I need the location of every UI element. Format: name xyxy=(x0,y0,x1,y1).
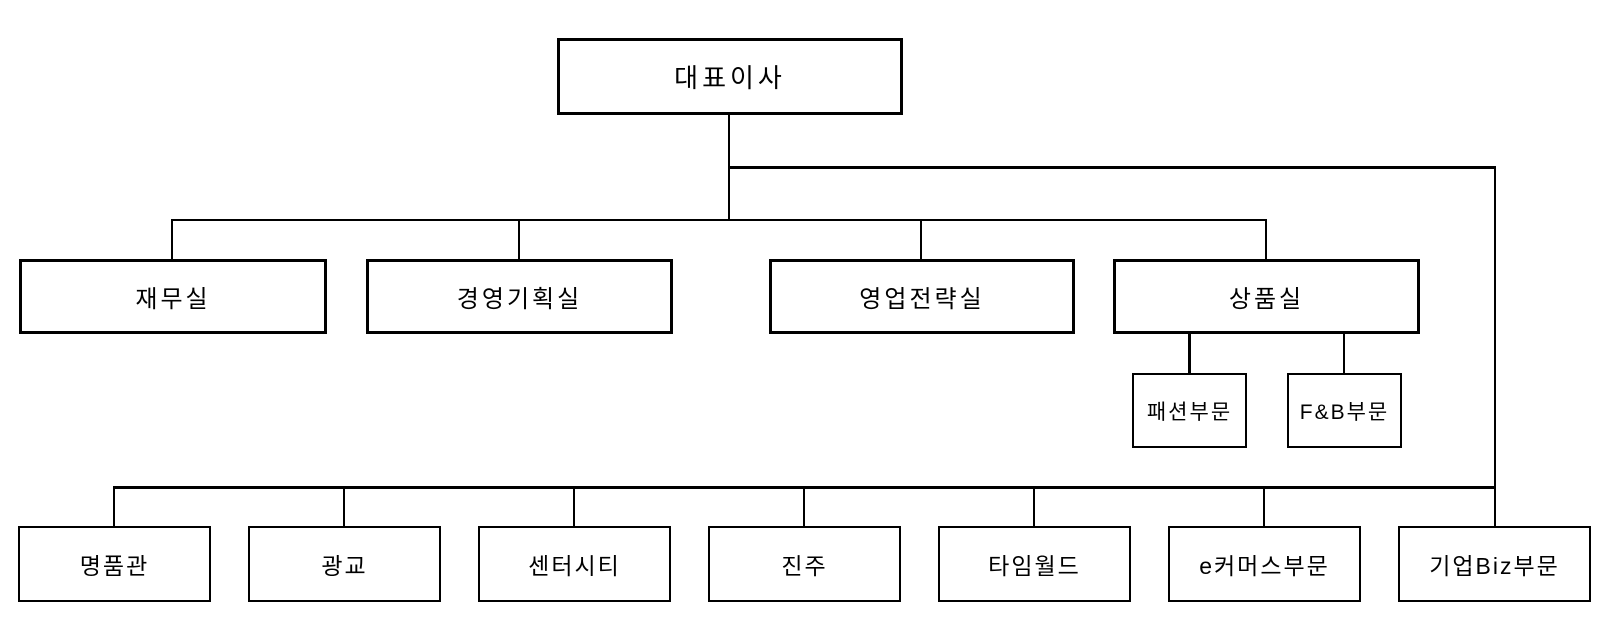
connector-drop-store-3 xyxy=(573,488,575,526)
org-node-corporate-biz-division-label: 기업Biz부문 xyxy=(1429,553,1560,579)
org-node-sales-strategy-office: 영업전략실 xyxy=(769,259,1075,334)
connector-drop-store-5 xyxy=(1033,488,1035,526)
org-node-ecommerce-division-label: e커머스부문 xyxy=(1199,553,1330,579)
org-node-product-office: 상품실 xyxy=(1113,259,1420,334)
org-node-gwanggyo: 광교 xyxy=(248,526,441,602)
org-node-ceo: 대표이사 xyxy=(557,38,903,115)
connector-branch-vertical xyxy=(1494,166,1496,526)
org-node-luxury-hall-label: 명품관 xyxy=(79,553,150,579)
org-node-centercity-label: 센터시티 xyxy=(528,553,621,579)
connector-stores-horizontal xyxy=(113,486,1496,489)
org-node-timeworld: 타임월드 xyxy=(938,526,1131,602)
connector-drop-product xyxy=(1265,219,1267,259)
org-node-fnb-division-label: F&B부문 xyxy=(1299,400,1390,424)
org-node-jinju-label: 진주 xyxy=(781,553,828,579)
org-node-sales-strategy-office-label: 영업전략실 xyxy=(859,286,985,313)
connector-drop-store-1 xyxy=(113,488,115,526)
org-node-ecommerce-division: e커머스부문 xyxy=(1168,526,1361,602)
connector-drop-planning xyxy=(518,219,520,259)
connector-drop-fashion xyxy=(1188,332,1191,373)
org-node-luxury-hall: 명품관 xyxy=(18,526,211,602)
org-node-ceo-label: 대표이사 xyxy=(674,63,786,93)
org-node-gwanggyo-label: 광교 xyxy=(321,553,368,579)
org-node-corporate-biz-division: 기업Biz부문 xyxy=(1398,526,1591,602)
connector-drop-sales-strategy xyxy=(920,219,922,259)
org-node-fashion-division-label: 패션부문 xyxy=(1146,400,1233,424)
connector-drop-store-6 xyxy=(1263,488,1265,526)
org-node-finance-office-label: 재무실 xyxy=(135,286,211,313)
org-node-centercity: 센터시티 xyxy=(478,526,671,602)
org-node-finance-office: 재무실 xyxy=(19,259,327,334)
connector-drop-store-4 xyxy=(803,488,805,526)
org-node-fnb-division: F&B부문 xyxy=(1287,373,1402,448)
org-node-product-office-label: 상품실 xyxy=(1228,286,1305,313)
connector-branch-horizontal xyxy=(728,166,1496,169)
org-node-timeworld-label: 타임월드 xyxy=(988,553,1081,579)
connector-drop-fnb xyxy=(1343,332,1345,373)
connector-drop-finance xyxy=(171,219,173,259)
org-node-management-planning-office: 경영기획실 xyxy=(366,259,673,334)
org-node-management-planning-office-label: 경영기획실 xyxy=(456,286,583,313)
connector-drop-store-2 xyxy=(343,488,345,526)
connector-departments-horizontal xyxy=(171,219,1267,221)
org-node-fashion-division: 패션부문 xyxy=(1132,373,1247,448)
org-node-jinju: 진주 xyxy=(708,526,901,602)
